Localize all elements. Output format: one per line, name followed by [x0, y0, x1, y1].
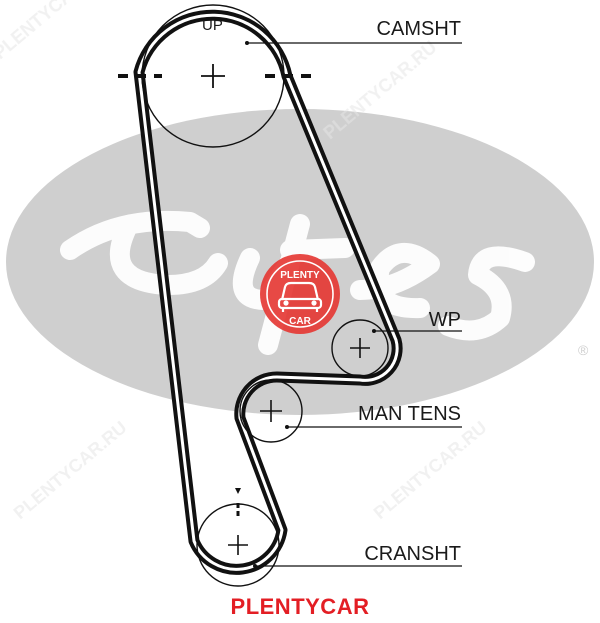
- svg-text:PLENTYCAR.RU: PLENTYCAR.RU: [10, 417, 131, 523]
- timing-belt-core: [137, 13, 399, 571]
- camshaft-label: CAMSHT: [377, 18, 461, 40]
- water-pump-label: WP: [429, 309, 461, 331]
- leader-lines: [247, 42, 462, 567]
- registered-mark: ®: [578, 342, 589, 358]
- tensioner-pulley: [239, 379, 303, 443]
- plentycar-logo: PLENTY CAR: [260, 254, 340, 334]
- logo-bottom-text: CAR: [289, 316, 311, 327]
- crankshaft-timing-arrow: [235, 488, 241, 494]
- water-pump-pulley: [331, 319, 389, 377]
- svg-text:PLENTYCAR.RU: PLENTYCAR.RU: [370, 417, 491, 523]
- tensioner-label: MAN TENS: [358, 403, 461, 425]
- brand-caption: PLENTYCAR: [230, 594, 370, 619]
- up-label: UP: [202, 17, 223, 34]
- logo-top-text: PLENTY: [280, 270, 320, 281]
- crankshaft-label: CRANSHT: [364, 543, 461, 565]
- car-icon: [277, 281, 323, 312]
- logo-inner-ring: [266, 260, 334, 328]
- logo-outer-circle: [260, 254, 340, 334]
- svg-text:PLENTYCAR.RU: PLENTYCAR.RU: [0, 0, 111, 63]
- camshaft-pulley: [118, 4, 312, 148]
